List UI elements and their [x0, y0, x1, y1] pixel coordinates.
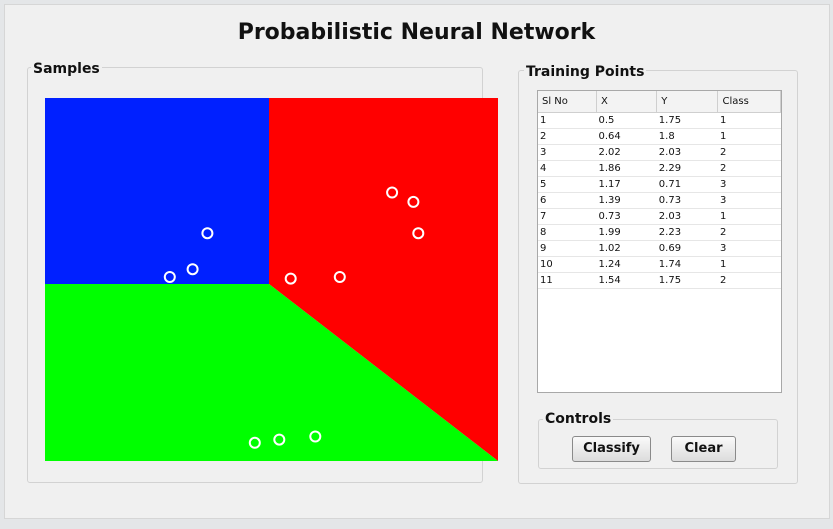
cell-x: 1.86 — [596, 160, 657, 177]
cell-y: 2.29 — [656, 160, 718, 177]
cell-sl-no: 4 — [538, 160, 597, 177]
cell-class: 3 — [717, 176, 781, 193]
cell-y: 1.74 — [656, 256, 718, 273]
controls-panel-title: Controls — [543, 411, 614, 427]
cell-y: 2.23 — [656, 224, 718, 241]
sample-point — [248, 436, 261, 449]
cell-x: 1.02 — [596, 240, 657, 257]
cell-class: 2 — [717, 224, 781, 241]
cell-sl-no: 9 — [538, 240, 597, 257]
sample-point — [201, 227, 214, 240]
sample-point — [186, 263, 199, 276]
cell-class: 1 — [717, 208, 781, 225]
clear-button[interactable]: Clear — [671, 436, 736, 462]
region-class-3 — [45, 284, 498, 461]
cell-sl-no: 10 — [538, 256, 597, 273]
column-header-x[interactable]: X — [596, 91, 658, 113]
classify-button[interactable]: Classify — [572, 436, 651, 462]
cell-sl-no: 2 — [538, 128, 597, 145]
cell-x: 0.64 — [596, 128, 657, 145]
cell-class: 1 — [717, 112, 781, 129]
sample-point — [163, 271, 176, 283]
cell-x: 1.54 — [596, 272, 657, 289]
samples-panel-title: Samples — [31, 61, 102, 77]
page-title: Probabilistic Neural Network — [237, 20, 596, 45]
cell-y: 1.8 — [656, 128, 718, 145]
cell-x: 2.02 — [596, 144, 657, 161]
sample-point — [386, 186, 399, 199]
cell-x: 1.17 — [596, 176, 657, 193]
cell-class: 2 — [717, 160, 781, 177]
region-class-1 — [45, 98, 269, 284]
sample-point — [412, 227, 425, 240]
cell-y: 2.03 — [656, 208, 718, 225]
cell-y: 2.03 — [656, 144, 718, 161]
sample-point — [333, 271, 346, 283]
cell-sl-no: 6 — [538, 192, 597, 209]
cell-x: 1.39 — [596, 192, 657, 209]
sample-point — [309, 430, 322, 443]
cell-x: 0.5 — [596, 112, 657, 129]
cell-class: 1 — [717, 128, 781, 145]
sample-point — [407, 195, 420, 208]
cell-sl-no: 11 — [538, 272, 597, 289]
cell-sl-no: 7 — [538, 208, 597, 225]
cell-y: 1.75 — [656, 112, 718, 129]
cell-sl-no: 5 — [538, 176, 597, 193]
cell-sl-no: 3 — [538, 144, 597, 161]
sample-point — [284, 272, 297, 285]
cell-sl-no: 1 — [538, 112, 597, 129]
cell-y: 0.69 — [656, 240, 718, 257]
cell-x: 1.24 — [596, 256, 657, 273]
cell-sl-no: 8 — [538, 224, 597, 241]
column-header-y[interactable]: Y — [656, 91, 719, 113]
cell-y: 1.75 — [656, 272, 718, 289]
samples-plot[interactable] — [45, 98, 498, 461]
region-class-2 — [269, 98, 498, 461]
cell-x: 1.99 — [596, 224, 657, 241]
sample-point — [273, 433, 286, 446]
column-header-sl-no[interactable]: Sl No — [538, 91, 597, 113]
cell-class: 2 — [717, 144, 781, 161]
cell-y: 0.71 — [656, 176, 718, 193]
cell-class: 3 — [717, 192, 781, 209]
cell-class: 1 — [717, 256, 781, 273]
training-points-title: Training Points — [524, 64, 647, 80]
cell-y: 0.73 — [656, 192, 718, 209]
table-header-row: Sl No X Y Class — [538, 91, 781, 113]
cell-x: 0.73 — [596, 208, 657, 225]
column-header-class[interactable]: Class — [717, 91, 781, 113]
cell-class: 3 — [717, 240, 781, 257]
cell-class: 2 — [717, 272, 781, 289]
